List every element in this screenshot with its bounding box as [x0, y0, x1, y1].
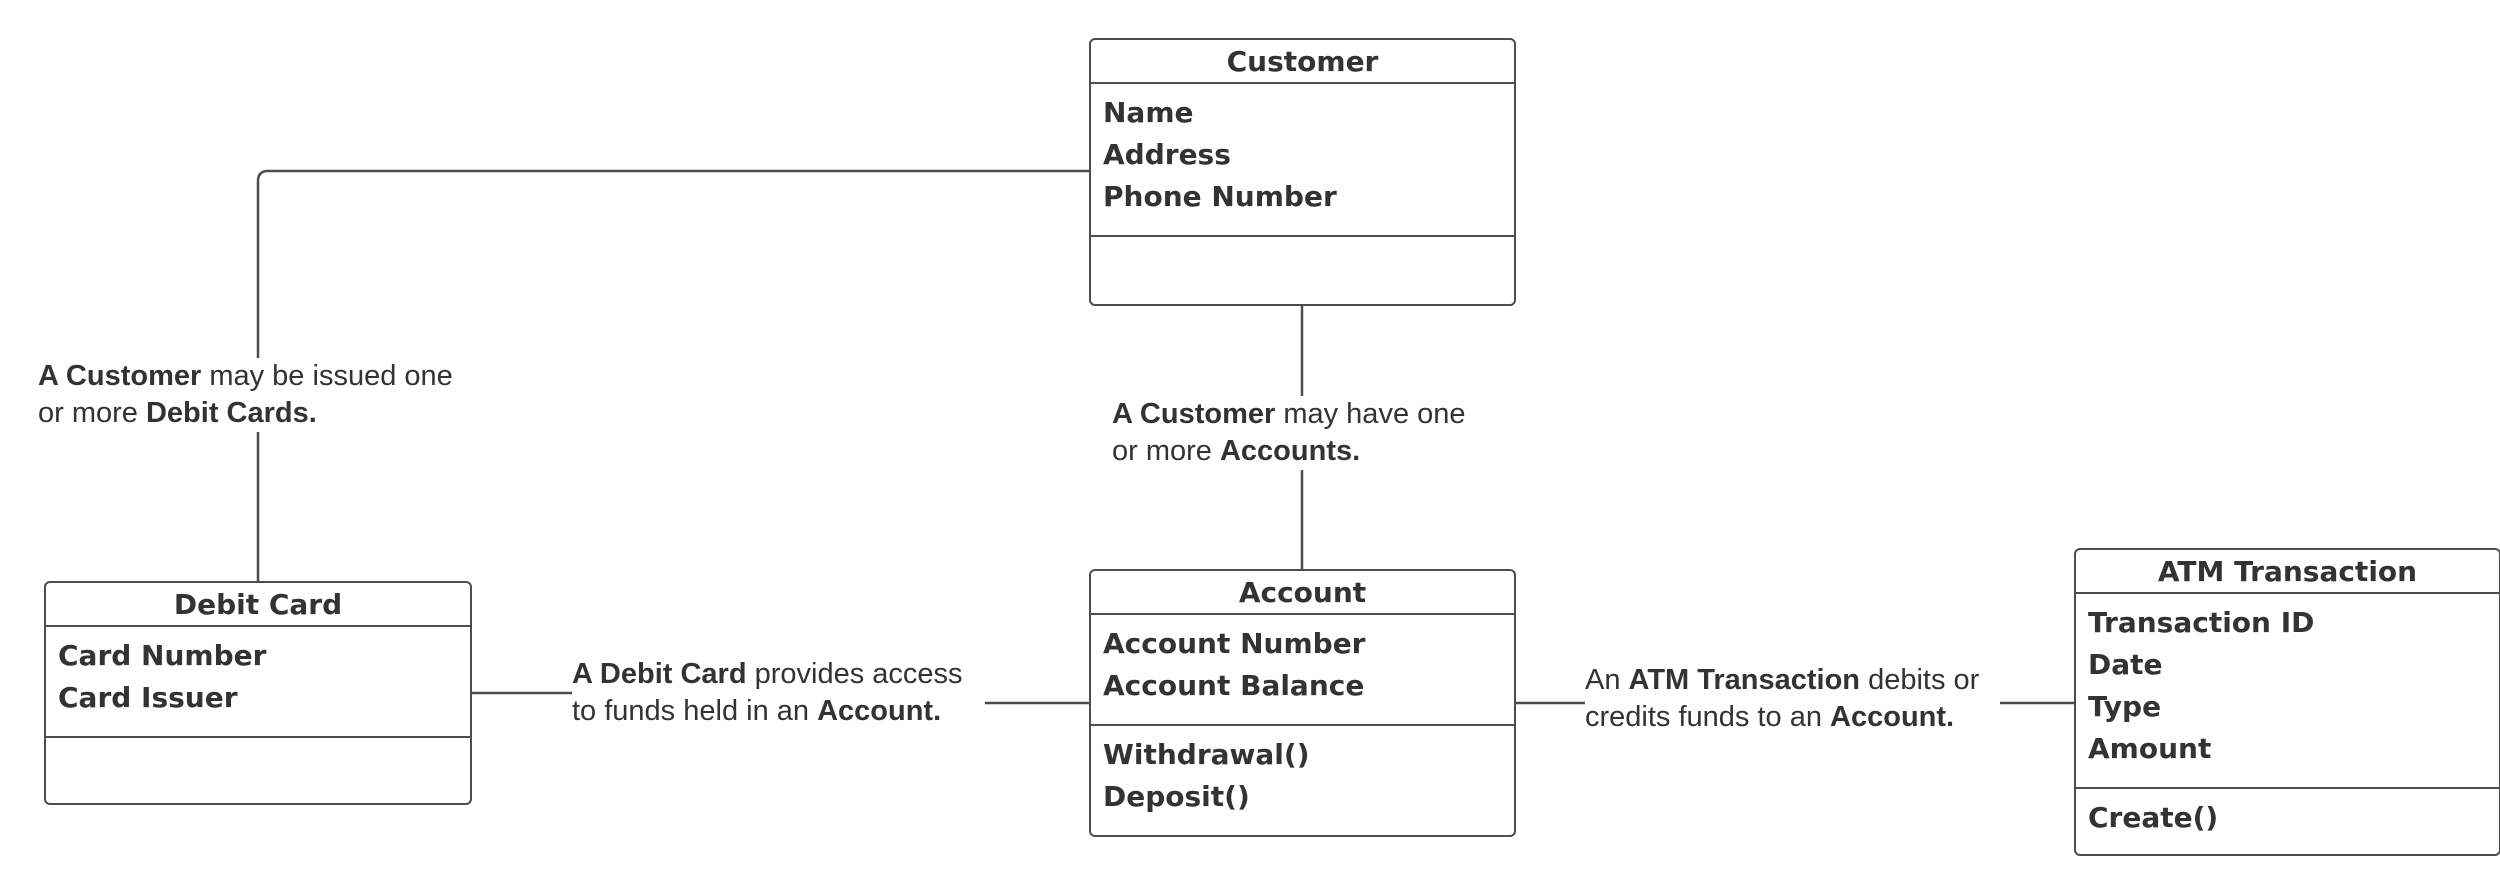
note-line-1: A Debit Card provides access	[572, 658, 963, 690]
attribute: Amount	[2088, 732, 2212, 765]
note-line-1: An ATM Transaction debits or	[1585, 664, 1980, 696]
attribute: Account Number	[1103, 627, 1366, 660]
attribute-section: Transaction ID Date Type Amount	[2076, 594, 2499, 789]
attribute: Account Balance	[1103, 669, 1365, 702]
atm-transaction-class[interactable]: ATM Transaction Transaction ID Date Type…	[2074, 548, 2500, 856]
class-name: Customer	[1091, 40, 1514, 84]
class-name: Account	[1091, 571, 1514, 615]
note-line-2: or more Accounts.	[1112, 435, 1361, 467]
attribute-section: Account Number Account Balance	[1091, 615, 1514, 726]
customer-account-note: A Customer may have one or more Accounts…	[1112, 396, 1466, 470]
attribute-section: Card Number Card Issuer	[46, 627, 470, 738]
attribute: Date	[2088, 648, 2163, 681]
customer-debit-card-note: A Customer may be issued one or more Deb…	[38, 358, 453, 432]
class-name: ATM Transaction	[2076, 550, 2499, 594]
attribute: Card Number	[58, 639, 267, 672]
attribute: Transaction ID	[2088, 606, 2315, 639]
operation: Withdrawal()	[1103, 738, 1310, 771]
customer-class[interactable]: Customer Name Address Phone Number	[1089, 38, 1516, 306]
attribute: Phone Number	[1103, 180, 1337, 213]
debit-card-class[interactable]: Debit Card Card Number Card Issuer	[44, 581, 472, 805]
atm-account-note: An ATM Transaction debits or credits fun…	[1585, 662, 1980, 736]
account-class[interactable]: Account Account Number Account Balance W…	[1089, 569, 1516, 837]
note-line-2: or more Debit Cards.	[38, 397, 317, 429]
operation-section	[1091, 237, 1514, 245]
note-line-2: credits funds to an Account.	[1585, 701, 1955, 733]
operation-section	[46, 738, 470, 746]
note-line-1: A Customer may be issued one	[38, 360, 453, 392]
attribute: Address	[1103, 138, 1231, 171]
debit-card-account-connector	[472, 691, 1089, 705]
attribute: Type	[2088, 690, 2162, 723]
operation: Deposit()	[1103, 780, 1250, 813]
class-name: Debit Card	[46, 583, 470, 627]
note-line-2: to funds held in an Account.	[572, 695, 942, 727]
debit-card-account-note: A Debit Card provides access to funds he…	[572, 656, 963, 730]
operation-section: Withdrawal() Deposit()	[1091, 726, 1514, 818]
attribute: Name	[1103, 96, 1194, 129]
operation-section: Create()	[2076, 789, 2499, 839]
attribute-section: Name Address Phone Number	[1091, 84, 1514, 237]
attribute: Card Issuer	[58, 681, 238, 714]
operation: Create()	[2088, 801, 2219, 834]
customer-debit-card-connector	[256, 169, 1089, 582]
note-line-1: A Customer may have one	[1112, 398, 1466, 430]
